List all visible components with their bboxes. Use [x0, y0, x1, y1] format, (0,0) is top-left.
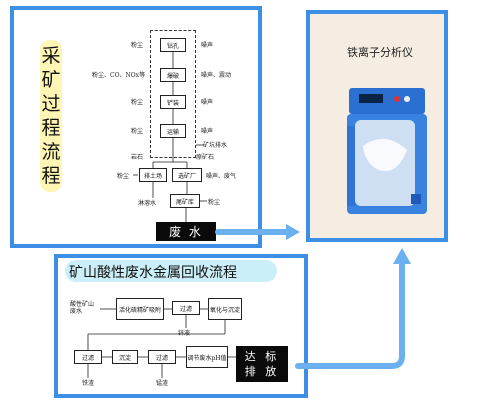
blue-arrows	[215, 229, 405, 369]
metal-recovery-title: 矿山酸性废水金属回收流程	[69, 265, 237, 281]
mine-drain-label: 矿坑排水	[203, 142, 228, 149]
discharge-box: 达 标 排 放	[236, 346, 288, 382]
emission-label: 粉尘	[131, 128, 144, 135]
filter-box-1: 过滤	[172, 301, 200, 315]
iron-ion-analyzer-image	[347, 88, 427, 214]
dump-dust-label: 粉尘	[117, 173, 130, 180]
arrow-head-up	[393, 248, 411, 264]
recovery-flow-lines	[87, 308, 236, 378]
adsorption-box: 活化硫精矿吸附	[116, 298, 164, 320]
mining-flow-lines	[133, 52, 207, 222]
title-char: 程	[41, 165, 61, 187]
stage-blasting: 爆破	[160, 68, 186, 82]
noise-label: 噪声	[201, 128, 214, 135]
title-char: 采	[41, 45, 61, 67]
noise-label: 噪声、震动	[201, 72, 232, 79]
raw-ore-label: 原矿石	[196, 154, 215, 161]
acid-mine-water-label: 酸性矿山废水	[70, 301, 95, 315]
emission-label: 粉尘	[131, 42, 144, 49]
plant-emission-label: 噪声、废气	[206, 173, 237, 180]
title-char: 过	[41, 93, 61, 115]
title-highlight	[65, 260, 277, 282]
zinc-liquid-label: 锌液	[178, 330, 191, 337]
waste-water-box: 废 水	[156, 222, 216, 241]
metal-recovery-title-wrap: 矿山酸性废水金属回收流程	[65, 260, 289, 282]
precipitation-box: 沉淀	[112, 350, 138, 364]
arrow-head-right	[286, 224, 300, 240]
title-char: 矿	[41, 69, 61, 91]
title-char: 程	[41, 117, 61, 139]
title-char: 流	[41, 141, 61, 163]
stage-drilling: 钻孔	[160, 38, 186, 52]
processing-plant-box: 选矿厂	[172, 168, 202, 182]
iron-residue-label: 铁渣	[82, 380, 95, 387]
emission-label: 粉尘、CO、NOx等	[92, 72, 146, 79]
manganese-residue-label: 锰渣	[156, 380, 169, 387]
discharge-line: 达 标	[244, 350, 280, 363]
tailings-dust-label: 粉尘	[208, 199, 221, 206]
rock-label: 岩石	[131, 154, 144, 161]
emission-label: 粉尘	[131, 99, 144, 106]
leachate-label: 淋溶水	[138, 200, 157, 207]
filter-box-2: 过滤	[74, 350, 102, 364]
oxidation-box: 氧化与沉淀	[208, 298, 242, 320]
stage-transport: 运输	[160, 124, 186, 138]
filter-box-3: 过滤	[148, 350, 176, 364]
mining-process-title: 采 矿 过 程 流 程	[40, 40, 62, 192]
waste-dump-box: 排土场	[139, 168, 167, 182]
noise-label: 噪声	[201, 42, 214, 49]
tailings-box: 尾矿库	[170, 194, 200, 208]
stage-loading: 铲装	[160, 95, 186, 109]
ph-adjust-box: 调节废水pH值	[186, 346, 228, 368]
discharge-line: 排 放	[244, 365, 280, 378]
analyzer-title: 铁离子分析仪	[347, 46, 413, 59]
noise-label: 噪声	[201, 99, 214, 106]
